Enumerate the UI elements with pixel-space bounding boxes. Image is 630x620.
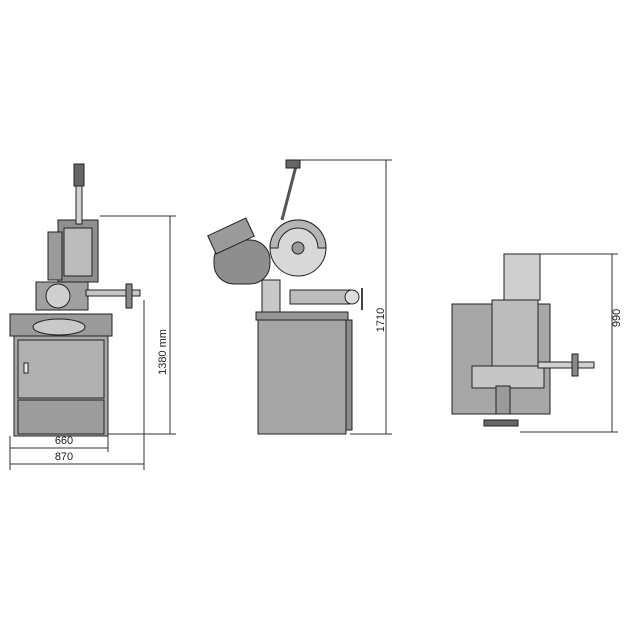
front-view: 1380 mm 660 870 (9, 163, 176, 470)
top-spindle (495, 385, 511, 415)
front-cabinet-latch (23, 362, 29, 374)
front-width-inner-label: 660 (55, 435, 73, 447)
front-cabinet-base (17, 399, 105, 435)
top-stop (571, 353, 579, 377)
front-cabinet-port (32, 318, 86, 336)
front-vise-bar (85, 289, 141, 297)
top-handwheel (483, 419, 519, 427)
top-bar (537, 361, 595, 369)
side-height-label: 1710 (375, 308, 387, 332)
top-depth-label: 990 (611, 309, 623, 327)
side-view: 1710 (207, 159, 392, 435)
side-blade-guard (269, 219, 327, 249)
top-vise (471, 365, 545, 389)
side-cabinet-panel (345, 319, 353, 431)
side-motor-box (207, 217, 255, 255)
side-arm (261, 279, 281, 313)
side-cabinet (257, 315, 347, 435)
side-blade-hub (291, 241, 305, 255)
front-width-outer-label: 870 (55, 451, 73, 463)
top-view: 990 (451, 253, 623, 433)
top-column (503, 253, 541, 301)
side-vise (289, 289, 351, 305)
front-cabinet-door (17, 339, 105, 399)
front-height-label: 1380 mm (157, 329, 169, 375)
side-handle-grip (285, 159, 301, 169)
front-vise-wheel (45, 283, 71, 309)
front-blade-guard (63, 227, 93, 277)
side-cabinet-top (255, 311, 349, 321)
top-head (491, 299, 539, 367)
front-motor-body (47, 231, 63, 281)
side-handle (280, 165, 298, 221)
front-vise-stop (125, 283, 133, 309)
front-handle-grip (73, 163, 85, 187)
side-vise-knob (344, 289, 360, 305)
